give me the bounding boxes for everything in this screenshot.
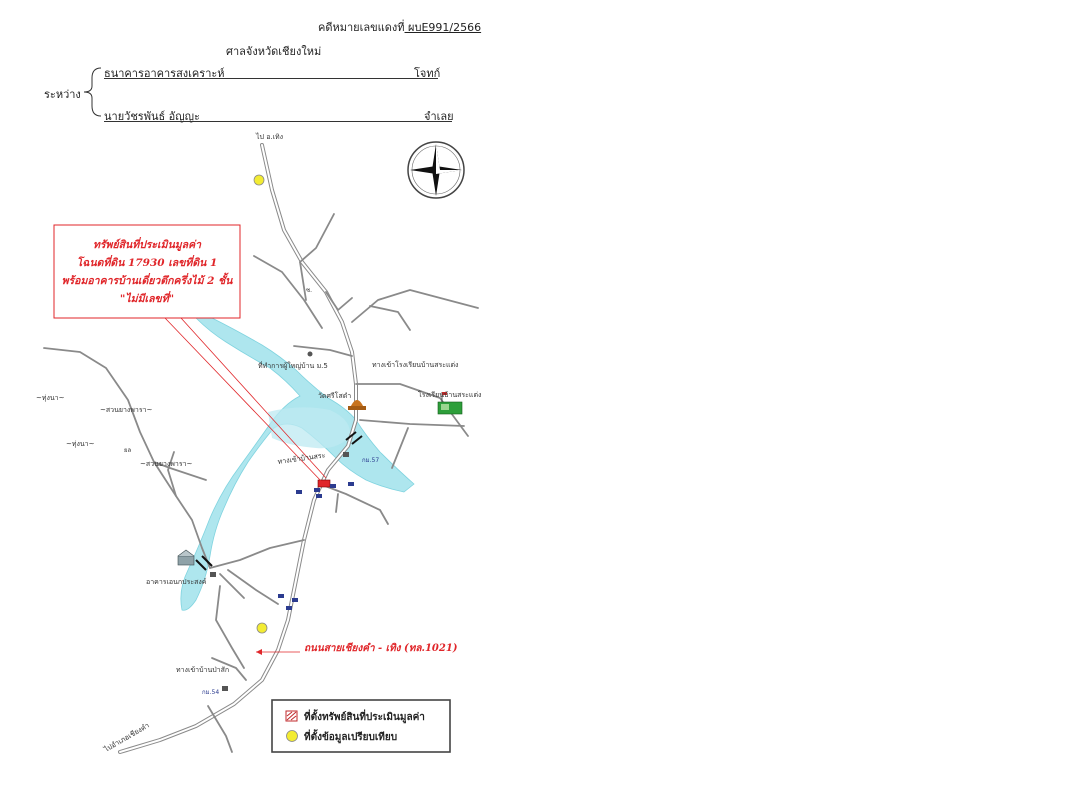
plaintiff-underline — [104, 78, 438, 79]
case-number: ผบE991/2566 — [404, 21, 482, 34]
garden-label-1: ~สวนยางพารา~ — [100, 406, 153, 414]
school-gate-label: ทางเข้าโรงเรียนบ้านสระแต่ง — [372, 360, 458, 369]
callout-line-1: ทรัพย์สินที่ประเมินมูลค่า — [93, 236, 202, 251]
property-callout-box — [53, 224, 241, 319]
school-icon — [437, 392, 463, 415]
soi-label: ซ. — [306, 287, 312, 294]
plaintiff-name: ธนาคารอาคารสงเคราะห์ — [104, 67, 225, 80]
callout-line-3: พร้อมอาคารบ้านเดี่ยวตึกครึ่งไม้ 2 ชั้น — [62, 272, 234, 287]
case-label: คดีหมายเลขแดงที่ — [318, 21, 405, 34]
callout-line-4: "ไม่มีเลขที่" — [120, 290, 174, 305]
to-pa-village-label: ทางเข้าบ้านป่าสัก — [176, 666, 229, 674]
school-label: โรงเรียนบ้านสระแต่ง — [418, 390, 481, 399]
to-theng-label: ไป อ.เทิง — [255, 132, 283, 141]
house-icons — [210, 351, 349, 691]
legend-compare-label: ที่ตั้งข้อมูลเปรียบเทียบ — [304, 729, 397, 744]
party-brace — [83, 67, 102, 117]
building-icon — [177, 549, 195, 566]
subject-property-marker — [317, 479, 331, 488]
callout-leader-2 — [180, 317, 327, 479]
defendant-name: นายวัชรพันธ์ อัญญะ — [104, 110, 200, 123]
rice-field-label-1: ~ทุ่งนา~ — [36, 394, 65, 402]
temple-label: วัดศรีโสดำ — [318, 391, 351, 400]
plaintiff-role: โจทก์ — [414, 67, 441, 80]
rice-field-label-2: ~ทุ่งนา~ — [66, 440, 95, 448]
bridge-icons — [195, 431, 363, 571]
case-number-line: คดีหมายเลขแดงที่ ผบE991/2566 — [318, 18, 481, 36]
pond — [268, 407, 351, 449]
defendant-role: จำเลย — [424, 110, 454, 123]
km-57-label: กม.57 — [362, 457, 379, 464]
compass-icon — [407, 141, 465, 199]
court-name: ศาลจังหวัดเชียงใหม่ — [226, 45, 322, 58]
legend-box — [271, 699, 451, 753]
callout-leader — [164, 317, 323, 483]
village-head-label: ที่ทำการผู้ใหญ่บ้าน ม.5 — [258, 361, 328, 370]
car-icons — [278, 482, 354, 610]
comparison-marker-icons — [253, 174, 268, 634]
garden-label-2: ~สวนยางพารา~ — [140, 460, 193, 468]
yak-label: ยล — [124, 447, 132, 454]
between-label: ระหว่าง — [44, 88, 81, 101]
highway-label: ถนนสายเชียงคำ - เทิง (ทล.1021) — [304, 642, 458, 654]
defendant-underline — [104, 121, 452, 122]
callout-line-2: โฉนดที่ดิน 17930 เลขที่ดิน 1 — [77, 254, 218, 269]
legend-property-label: ที่ตั้งทรัพย์สินที่ประเมินมูลค่า — [304, 709, 425, 724]
to-sa-village-label: ทางเข้าบ้านสระ — [277, 451, 326, 466]
building-label: อาคารเอนกประสงค์ — [146, 578, 207, 586]
temple-icon — [348, 400, 366, 410]
km-54-label: กม.54 — [202, 689, 219, 696]
legend-compare-icon — [286, 730, 298, 742]
